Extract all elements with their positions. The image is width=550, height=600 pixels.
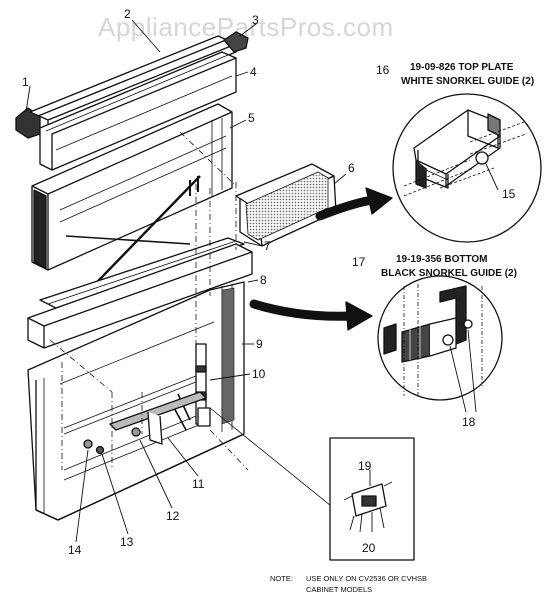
part-filter-screen [235, 163, 337, 247]
part-chassis [27, 281, 245, 521]
part-end-cap-right [223, 31, 249, 53]
part-front-panel [31, 103, 233, 271]
detail-arrows [249, 187, 393, 331]
callout-1: 1 [22, 75, 29, 89]
callout-11: 11 [192, 477, 205, 491]
label-bottom-line1: 19-19-356 BOTTOM [396, 254, 488, 265]
leader-lines [25, 19, 347, 543]
part-motor-bracket [109, 391, 211, 445]
note-line1: USE ONLY ON CV2536 OR CVHSB [306, 574, 427, 583]
callout-8: 8 [260, 273, 267, 287]
part-top-plate [39, 51, 237, 171]
callout-16: 16 [376, 63, 390, 77]
part-fasteners [83, 427, 141, 455]
detail-circle-bottom-guide [377, 275, 503, 413]
callout-14: 14 [68, 543, 82, 557]
part-labels: 19-09-826 TOP PLATE WHITE SNORKEL GUIDE … [381, 62, 534, 279]
label-top-plate-line2: WHITE SNORKEL GUIDE (2) [401, 76, 534, 87]
callout-18: 18 [462, 415, 476, 429]
label-top-plate-line1: 19-09-826 TOP PLATE [410, 62, 514, 73]
callout-numbers: 1 2 3 4 5 6 7 8 9 10 11 12 13 14 15 16 1… [22, 7, 516, 557]
callout-19: 19 [358, 459, 372, 473]
callout-5: 5 [248, 111, 255, 125]
callout-3: 3 [252, 13, 259, 27]
callout-12: 12 [166, 509, 180, 523]
note-line2: CABINET MODELS [306, 585, 372, 594]
callout-4: 4 [250, 65, 257, 79]
callout-6: 6 [348, 161, 355, 175]
label-bottom-line2: BLACK SNORKEL GUIDE (2) [381, 268, 517, 279]
callout-2: 2 [124, 7, 131, 21]
exploded-view-lines [49, 131, 337, 511]
footnote: NOTE: USE ONLY ON CV2536 OR CVHSB CABINE… [270, 574, 427, 594]
callout-7: 7 [264, 239, 271, 253]
part-cross-brace [39, 175, 245, 313]
callout-10: 10 [252, 367, 266, 381]
part-switch-box [329, 437, 415, 561]
callout-13: 13 [120, 535, 134, 549]
callout-17: 17 [352, 255, 366, 269]
note-prefix: NOTE: [270, 574, 293, 583]
callout-9: 9 [256, 337, 263, 351]
callout-20: 20 [362, 541, 376, 555]
callout-15: 15 [502, 187, 516, 201]
detail-circle-top-guide [392, 93, 542, 243]
